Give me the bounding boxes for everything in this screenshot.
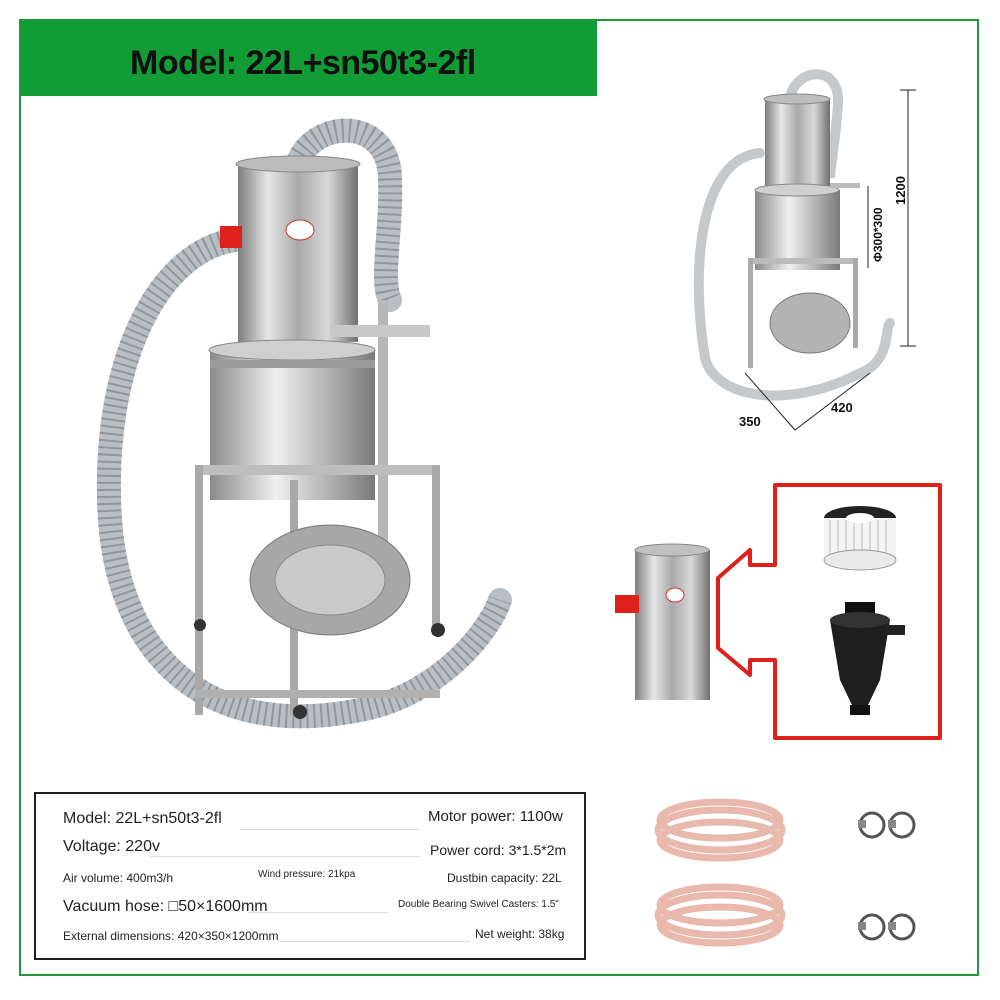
main-product-image bbox=[97, 118, 512, 729]
spec-voltage: Voltage: 220v bbox=[63, 838, 160, 855]
spec-table bbox=[34, 792, 586, 960]
spec-power-cord: Power cord: 3*1.5*2m bbox=[430, 842, 567, 858]
spec-model: Model: 22L+sn50t3-2fl bbox=[63, 810, 222, 827]
spec-casters: Double Bearing Swivel Casters: 1.5" bbox=[398, 899, 559, 910]
page-frame bbox=[19, 19, 979, 976]
dimension-height: 1200 bbox=[893, 176, 908, 205]
filter-components bbox=[615, 483, 942, 740]
dimension-diagram bbox=[693, 69, 916, 431]
spec-wind-pressure: Wind pressure: 21kpa bbox=[258, 869, 356, 880]
spec-vacuum-hose: Vacuum hose: □50×1600mm bbox=[63, 898, 268, 915]
spec-underline bbox=[280, 941, 470, 942]
accessories-image bbox=[654, 798, 916, 947]
banner-title: Model: 22L+sn50t3-2fl bbox=[130, 44, 476, 82]
dimension-depth: 350 bbox=[739, 414, 761, 429]
spec-air-volume: Air volume: 400m3/h bbox=[63, 871, 174, 885]
dimension-diameter: Φ300*300 bbox=[871, 207, 885, 262]
spec-dustbin-capacity: Dustbin capacity: 22L bbox=[447, 871, 562, 885]
spec-underline bbox=[150, 856, 420, 857]
spec-underline bbox=[248, 912, 388, 913]
dimension-width: 420 bbox=[831, 400, 853, 415]
title-banner bbox=[21, 21, 597, 96]
spec-motor-power: Motor power: 1100w bbox=[428, 808, 563, 825]
spec-external-dimensions: External dimensions: 420×350×1200mm bbox=[63, 929, 279, 943]
spec-net-weight: Net weight: 38kg bbox=[475, 927, 565, 941]
spec-underline bbox=[240, 829, 420, 830]
